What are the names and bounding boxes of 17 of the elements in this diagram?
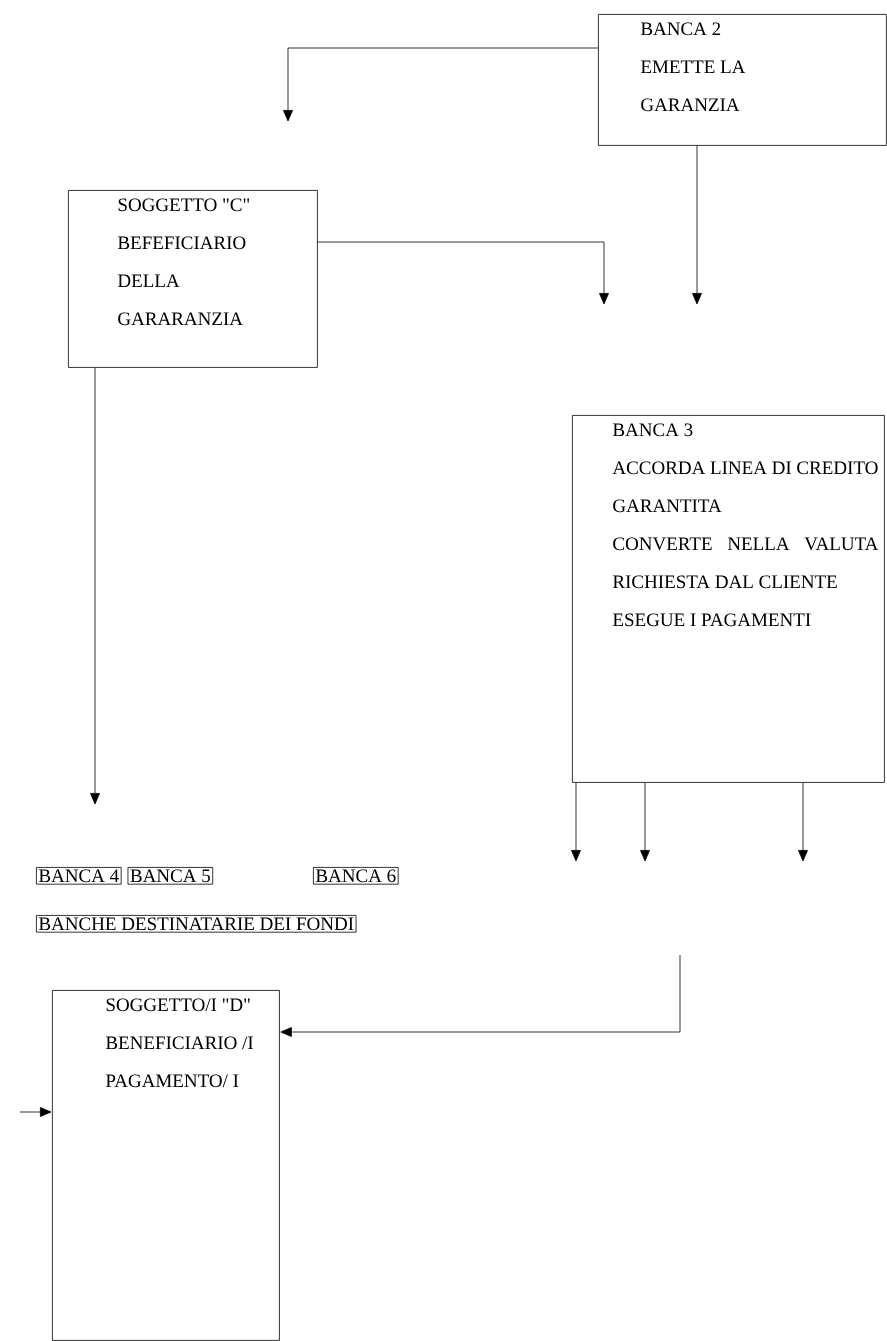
- bank-box: BANCA 4: [36, 867, 122, 885]
- process-box: BANCA 2 EMETTE LA GARANZIA: [598, 14, 887, 146]
- arrow: [692, 145, 702, 305]
- arrow: [283, 47, 599, 122]
- arrow: [90, 367, 100, 805]
- arrow: [19, 1107, 52, 1117]
- arrow: [571, 782, 581, 862]
- process-box: SOGGETTO/I "D" BENEFICIARIO /I PAGAMENTO/ I: [52, 990, 280, 1341]
- arrow: [640, 782, 650, 862]
- bank-box: BANCA 5: [127, 867, 214, 885]
- arrow: [798, 782, 808, 862]
- process-box: BANCA 3 ACCORDA LINEA DI CREDITO GARANTITA CONVERTE NELLA VALUTA RICHIESTA DAL CLIENTE ESEGUE I PAGAMENTI: [572, 415, 885, 783]
- bank-box: BANCHE DESTINATARIE DEI FONDI: [36, 915, 357, 933]
- bank-box: BANCA 6: [313, 867, 399, 885]
- arrow: [317, 241, 609, 305]
- arrow: [280, 954, 681, 1037]
- process-box: SOGGETTO "C" BEFEFICIARIO DELLA GARARANZIA: [68, 190, 318, 368]
